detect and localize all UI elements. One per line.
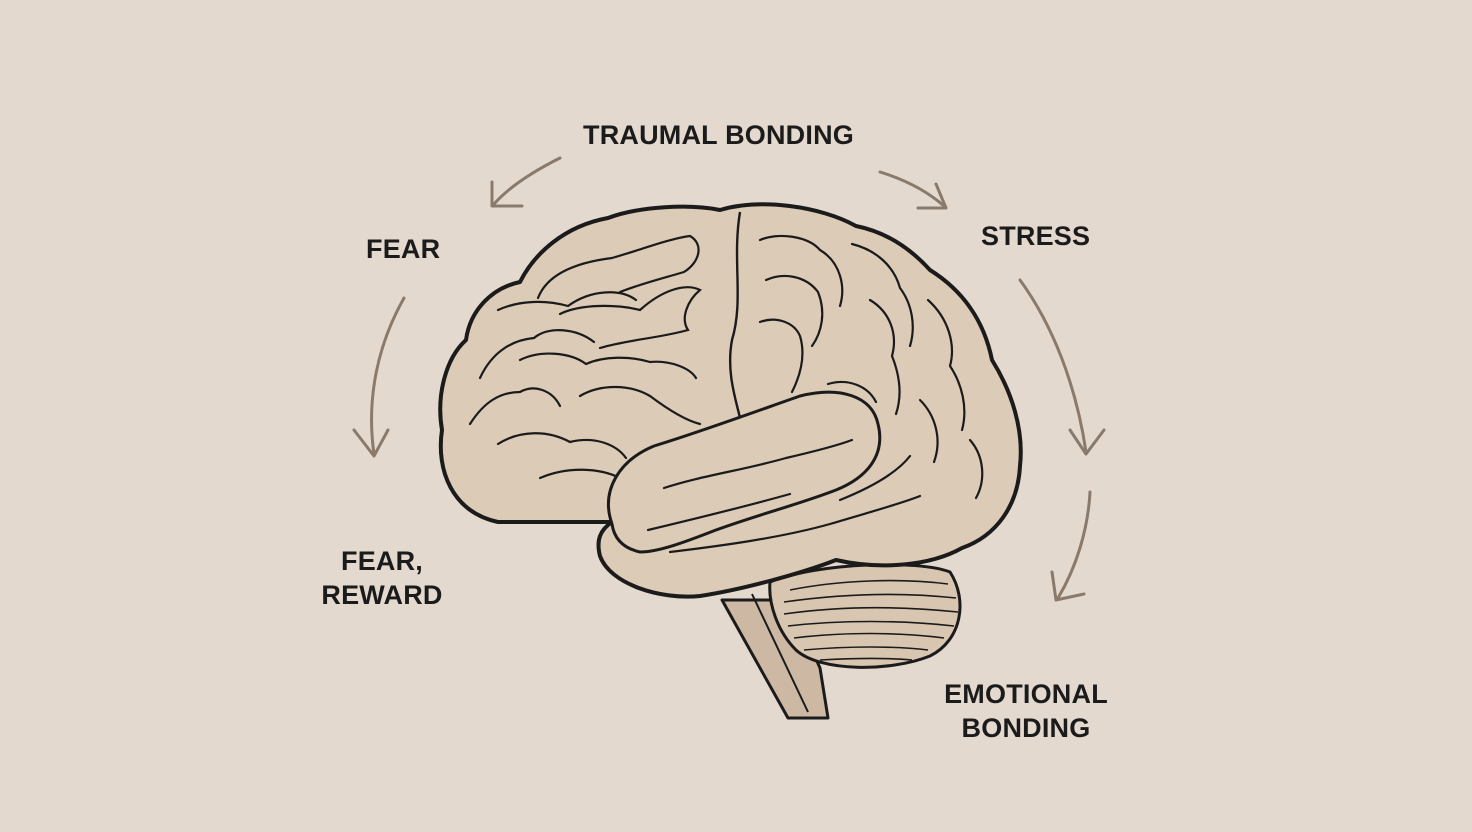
arrow-right-lower-head xyxy=(1050,570,1086,602)
brain-stem-crease xyxy=(751,593,809,713)
cerebellum xyxy=(768,563,962,669)
label-fear-reward-line2: REWARD xyxy=(321,580,443,610)
temporal-gyri xyxy=(646,438,922,554)
arrow-right-upper-head xyxy=(1068,428,1106,456)
label-fear: FEAR xyxy=(366,234,441,264)
label-emotional-line1: EMOTIONAL xyxy=(944,679,1108,709)
cortex-gyri xyxy=(468,234,984,500)
arrow-left-head xyxy=(352,428,390,458)
temporal-lobe xyxy=(607,390,882,554)
label-emotional-bonding: EMOTIONAL BONDING xyxy=(940,677,1112,745)
label-fear-reward-line1: FEAR, xyxy=(341,546,423,576)
label-stress: STRESS xyxy=(981,221,1091,251)
arrow-top-left-head xyxy=(490,180,524,208)
label-trauma-bonding: TRAUMAL BONDING xyxy=(583,120,854,150)
cerebellum-folia xyxy=(783,579,959,661)
cerebrum xyxy=(438,202,1023,599)
label-emotional-line2: BONDING xyxy=(961,713,1091,743)
central-sulcus xyxy=(728,211,742,419)
arrow-top-right-head xyxy=(916,182,948,210)
arrow-top-right xyxy=(878,170,946,208)
arrow-top-left xyxy=(492,156,562,206)
arrow-icon xyxy=(352,156,1106,602)
arrow-right-upper xyxy=(1018,278,1088,454)
arrow-left xyxy=(370,296,406,456)
label-fear-reward: FEAR, REWARD xyxy=(310,544,454,612)
arrow-right-lower xyxy=(1056,490,1092,600)
